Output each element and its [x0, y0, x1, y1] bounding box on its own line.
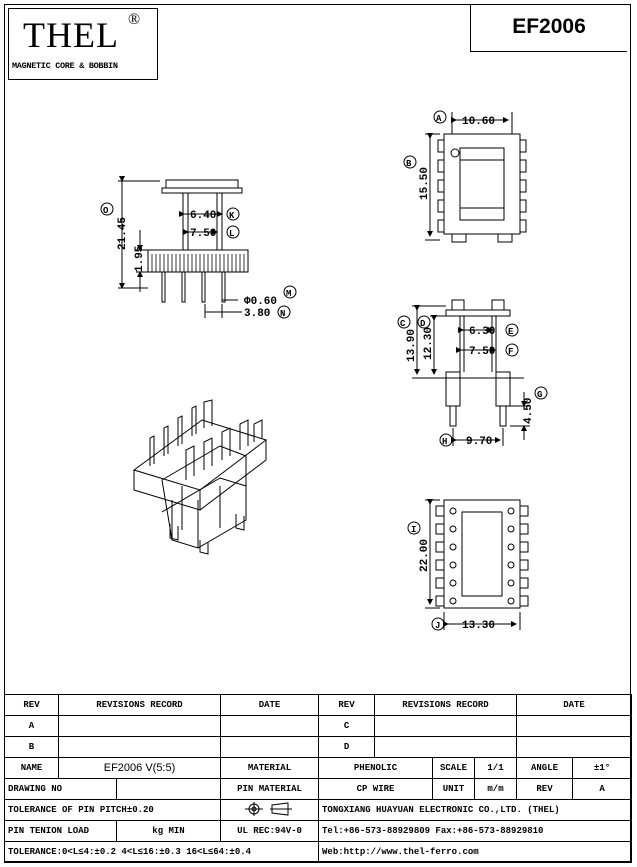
name-label: NAME [4, 757, 59, 779]
dim-letter-l: L [229, 229, 234, 239]
dim-n-value: 3.80 [244, 308, 270, 320]
material-value: PHENOLIC [318, 757, 434, 779]
scale-label: SCALE [432, 757, 476, 779]
technical-drawing: A 10.60 B 15.50 C D 13.90 12.30 6.30 E 7… [100, 110, 548, 632]
rev-c: C [318, 715, 376, 737]
dim-letter-m: M [286, 289, 291, 299]
side-view [412, 299, 530, 446]
drawing-no-label: DRAWING NO [4, 778, 117, 800]
dim-letter-n: N [280, 309, 285, 319]
dim-letter-c: C [400, 319, 406, 329]
pin-tension-unit: kg MIN [115, 820, 222, 842]
logo-subtitle: MAGNETIC CORE & BOBBIN [12, 61, 118, 71]
dim-h-value: 9.70 [466, 436, 492, 448]
date-header: DATE [220, 694, 320, 716]
dim-letter-g: G [537, 390, 542, 400]
angle-value: ±1° [572, 757, 633, 779]
tolerance-pin-pitch: TOLERANCE OF PIN PITCH±0.20 [3, 799, 222, 821]
company-name: TONGXIANG HUAYUAN ELECTRONIC CO.,LTD. (T… [318, 799, 633, 821]
dim-letter-h: H [442, 437, 447, 447]
bottom-view [425, 499, 529, 630]
dim-p-value: 1.95 [134, 245, 146, 272]
revisions-header: REVISIONS RECORD [57, 694, 222, 716]
dim-letter-d: D [420, 319, 426, 329]
logo-registered-mark: ® [128, 11, 141, 28]
isometric-view [132, 399, 268, 555]
dim-a-value: 10.60 [462, 116, 495, 128]
scale-value: 1/1 [474, 757, 518, 779]
date-header-2: DATE [516, 694, 633, 716]
dim-letter-j: J [435, 621, 440, 631]
dim-g-value: 4.50 [523, 398, 535, 424]
website: Web:http://www.thel-ferro.com [318, 841, 633, 863]
dim-letter-b: B [406, 159, 412, 169]
title-block: REV REVISIONS RECORD DATE REV REVISIONS … [3, 694, 633, 863]
material-label: MATERIAL [220, 757, 320, 779]
projection-symbol-icon [244, 801, 292, 816]
dim-letter-f: F [508, 347, 513, 357]
ul-rec: UL REC:94V-0 [220, 820, 320, 842]
rev-label: REV [516, 778, 574, 800]
pin-tension-label: PIN TENION LOAD [4, 820, 117, 842]
dim-o-value: 21.45 [117, 217, 129, 250]
unit-label: UNIT [432, 778, 476, 800]
rev-a: A [4, 715, 59, 737]
dim-letter-o: O [103, 206, 109, 216]
dim-b-value: 15.50 [419, 167, 431, 200]
model-number: EF2006 [470, 4, 627, 52]
dim-i-value: 22.00 [419, 539, 431, 572]
dim-k-value: 6.40 [190, 210, 216, 222]
dim-letter-k: K [229, 211, 235, 221]
dim-d-value: 12.30 [423, 327, 435, 360]
unit-value: m/m [474, 778, 518, 800]
dim-letter-a: A [436, 114, 442, 124]
dim-f-value: 7.50 [469, 346, 495, 358]
rev-header-2: REV [318, 694, 376, 716]
rev-header: REV [4, 694, 59, 716]
contact-info: Tel:+86-573-88929809 Fax:+86-573-8892981… [318, 820, 633, 842]
angle-label: ANGLE [516, 757, 574, 779]
dim-letter-e: E [508, 327, 514, 337]
rev-d: D [318, 736, 376, 758]
dim-m-value: Φ0.60 [244, 296, 277, 308]
dim-letter-i: I [411, 525, 416, 535]
pin-material-label: PIN MATERIAL [220, 778, 320, 800]
rev-b: B [4, 736, 59, 758]
front-view [118, 176, 249, 318]
projection-symbol [220, 799, 320, 821]
revisions-header-2: REVISIONS RECORD [374, 694, 518, 716]
company-logo: THEL ® MAGNETIC CORE & BOBBIN [8, 8, 158, 80]
dim-c-value: 13.90 [406, 329, 418, 362]
logo-brand: THEL [23, 15, 119, 55]
rev-value: A [572, 778, 633, 800]
dim-j-value: 13.30 [462, 620, 495, 632]
pin-material-value: CP WIRE [318, 778, 434, 800]
tolerance-ranges: TOLERANCE:0<L≤4:±0.2 4<L≤16:±0.3 16<L≤64… [3, 841, 320, 863]
name-value: EF2006 V(5:5) [57, 757, 222, 779]
dim-l-value: 7.50 [190, 228, 216, 240]
dim-e-value: 6.30 [469, 326, 495, 338]
top-view [425, 112, 527, 243]
